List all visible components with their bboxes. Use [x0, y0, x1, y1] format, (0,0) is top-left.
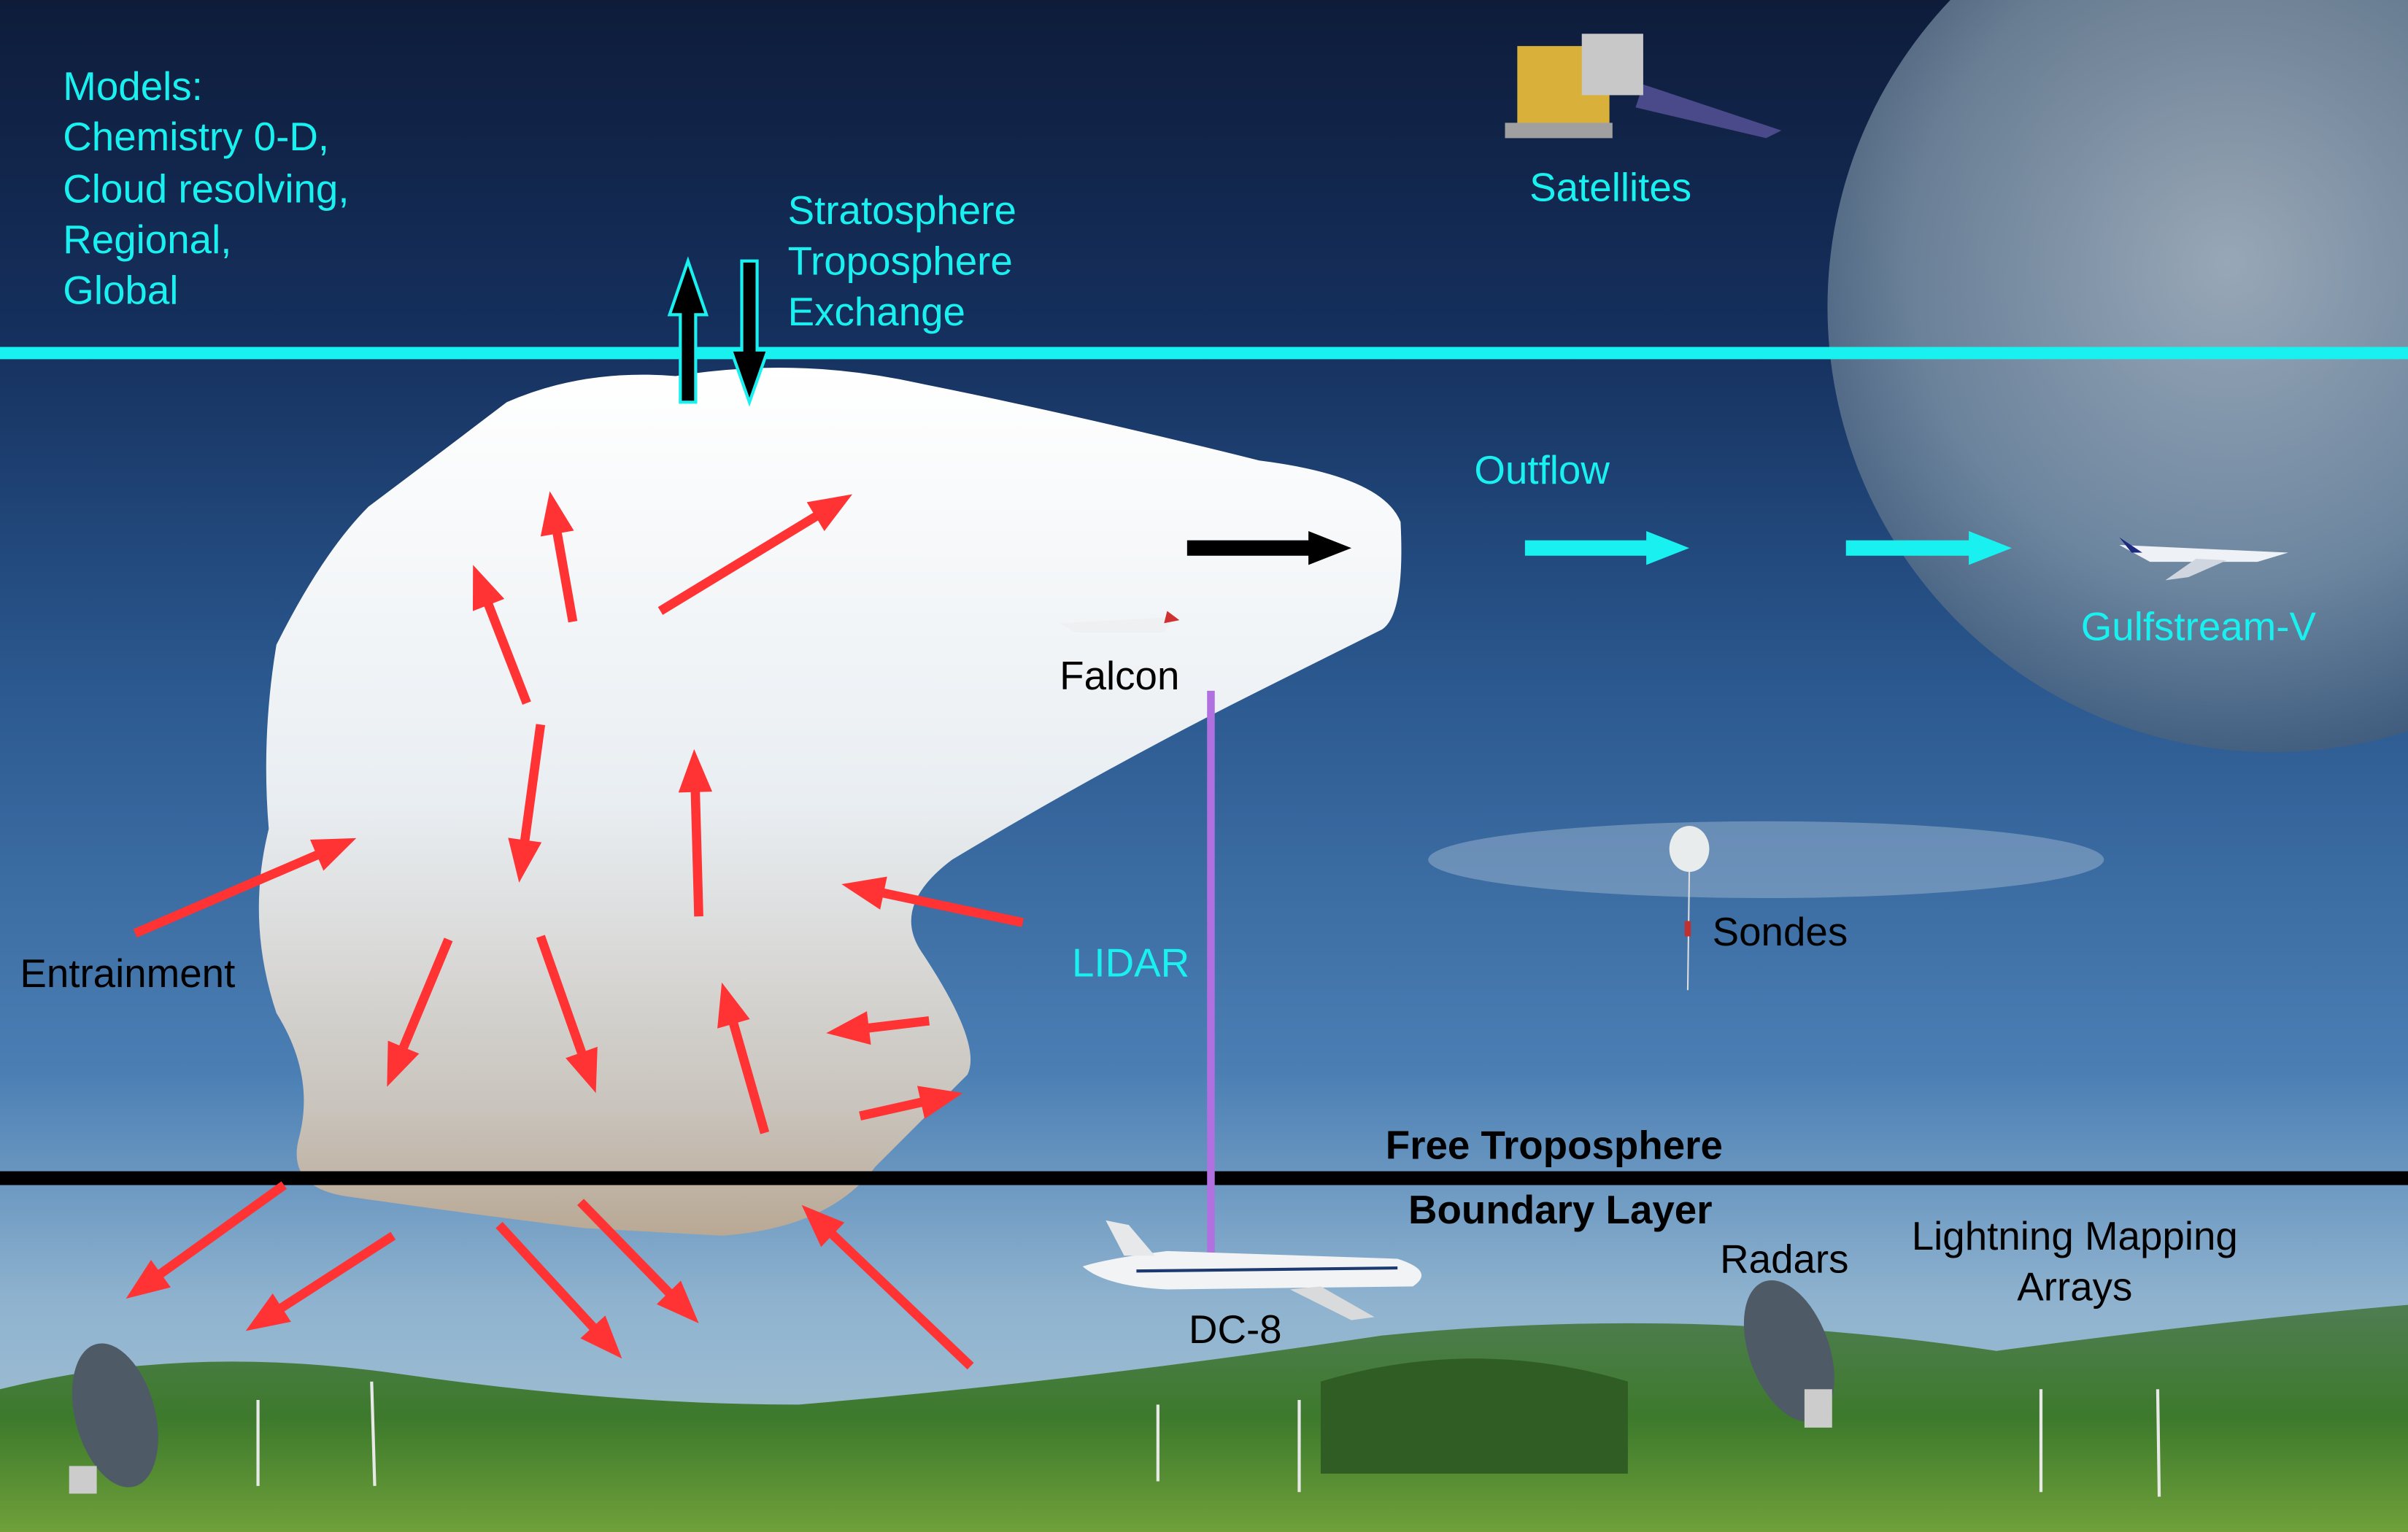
entrainment-arrow-icon	[133, 837, 357, 938]
outflow-arrow-icon	[1524, 531, 1690, 565]
entrainment-arrow-icon	[717, 982, 770, 1134]
entrainment-arrow-icon	[508, 724, 546, 883]
satellites-label: Satellites	[1529, 165, 1691, 210]
outflow-arrow-icon	[1845, 531, 2013, 565]
dc8-label: DC-8	[1189, 1307, 1282, 1352]
entrainment-arrow-icon	[826, 1011, 930, 1045]
model-item: Chemistry 0-D,	[63, 114, 329, 159]
radar-dish-icon	[1743, 1280, 1834, 1428]
entrainment-arrow-icon	[126, 1181, 288, 1299]
entrainment-arrow-icon	[678, 748, 713, 917]
entrainment-arrow-icon	[472, 565, 531, 705]
tree-cluster	[1320, 1358, 1628, 1474]
lightning-mapping-label: Lightning Mapping	[1912, 1213, 2238, 1258]
boundary-layer-line	[0, 1171, 2408, 1185]
models-heading: Models:	[63, 63, 203, 109]
flow-arrows	[126, 491, 2013, 1370]
cirrus-cloud	[1428, 821, 2104, 898]
entrainment-arrow-icon	[577, 1199, 699, 1323]
entrainment-arrow-icon	[245, 1231, 396, 1331]
exchange-label-line: Troposphere	[788, 239, 1013, 284]
entrainment-label: Entrainment	[20, 951, 235, 996]
gulfstream-aircraft-icon	[2119, 537, 2288, 581]
upward-exchange-arrow-icon	[667, 256, 709, 404]
entrainment-arrow-icon	[540, 491, 578, 623]
cumulonimbus-cloud	[258, 368, 1402, 1236]
dc8-aircraft-icon	[1082, 1220, 1422, 1320]
lightning-mapping-label: Arrays	[2017, 1264, 2132, 1309]
outflow-label: Outflow	[1474, 447, 1610, 492]
outflow-arrow-black-icon	[1186, 531, 1352, 565]
entrainment-arrow-icon	[859, 1086, 963, 1121]
radar-dish-icon	[69, 1343, 158, 1494]
free-troposphere-label: Free Troposphere	[1386, 1123, 1723, 1168]
planet-earth	[1827, 0, 2408, 752]
lightning-mapping-station-icon	[256, 1381, 2161, 1497]
exchange-label-line: Stratosphere	[788, 187, 1016, 233]
sondes-label: Sondes	[1713, 909, 1848, 954]
model-item: Cloud resolving,	[63, 166, 349, 212]
entrainment-arrow-icon	[495, 1221, 622, 1359]
lidar-label: LIDAR	[1072, 940, 1189, 985]
entrainment-arrow-icon	[536, 935, 598, 1094]
models-list: Models: Chemistry 0-D, Cloud resolving, …	[63, 63, 349, 313]
boundary-layer-label: Boundary Layer	[1408, 1187, 1713, 1232]
entrainment-arrow-icon	[801, 1204, 974, 1370]
falcon-label: Falcon	[1060, 653, 1179, 698]
weather-balloon-icon	[1669, 826, 1710, 991]
entrainment-arrow-icon	[387, 937, 453, 1087]
falcon-aircraft-icon	[1060, 611, 1180, 632]
model-item: Regional,	[63, 217, 231, 262]
radars-label: Radars	[1720, 1236, 1848, 1281]
exchange-label-line: Exchange	[788, 289, 965, 334]
tropopause-line	[0, 347, 2408, 360]
downward-exchange-arrow-icon	[728, 259, 771, 407]
entrainment-arrow-icon	[841, 876, 1024, 927]
entrainment-arrow-icon	[657, 494, 853, 615]
satellite-icon	[1505, 34, 1782, 139]
lidar-beam	[1207, 690, 1215, 1266]
model-item: Global	[63, 268, 178, 313]
gulfstream-label: Gulfstream-V	[2081, 603, 2317, 649]
